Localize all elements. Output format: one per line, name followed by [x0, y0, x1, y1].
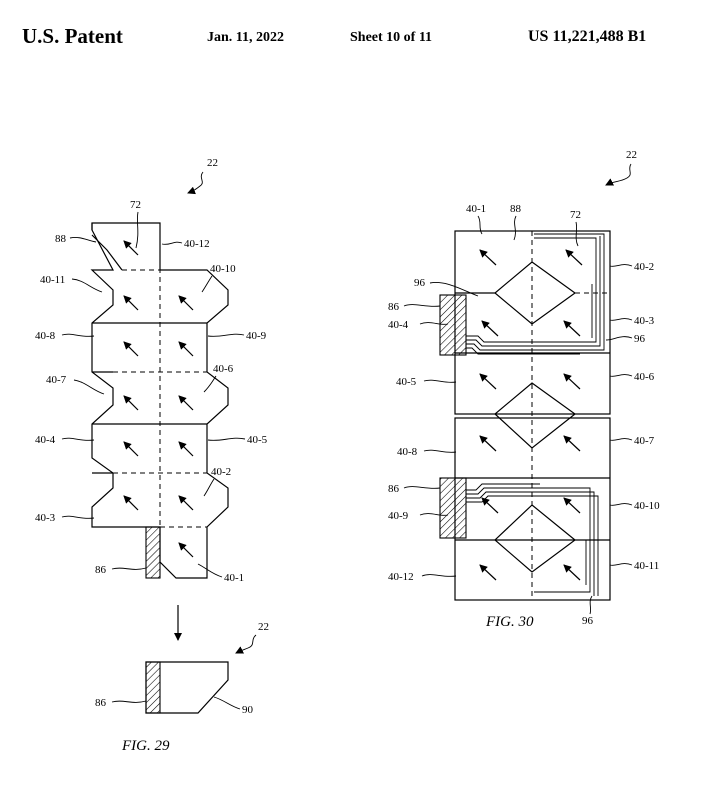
fig30-leader	[423, 449, 457, 453]
fig30-diamond	[494, 382, 576, 449]
fig30-label-96b: 96	[634, 333, 646, 345]
fig30-leader	[609, 318, 633, 321]
fig29-leader	[201, 275, 213, 293]
fig30-label-40-4: 40-4	[388, 319, 409, 331]
fig29-label-40-3: 40-3	[35, 512, 56, 524]
fig29-leader	[61, 437, 95, 441]
fig29-label-90: 90	[242, 704, 254, 716]
fig30-label-40-9: 40-9	[388, 510, 409, 522]
fig29-direction-arrows	[123, 240, 194, 558]
fig29-leader	[207, 333, 245, 337]
fig30-label-72: 72	[570, 209, 581, 221]
fig29-leader	[203, 375, 217, 393]
patent-header-title: U.S. Patent	[22, 24, 123, 48]
fig30-leader	[421, 574, 457, 577]
fig29-label-86: 86	[95, 564, 107, 576]
fig29-leader	[111, 567, 147, 570]
fig29-ref-22: 22	[207, 157, 218, 169]
fig30-caption: FIG. 30	[485, 614, 534, 630]
fig29-label-40-11: 40-11	[40, 274, 65, 286]
fig29-label-40-4: 40-4	[35, 434, 56, 446]
fig29-drawing: 22	[35, 157, 269, 754]
fig30-label-40-11: 40-11	[634, 560, 659, 572]
fig30-leader	[609, 503, 633, 506]
fig30-leader	[575, 221, 579, 247]
fig30-hatched-tab	[439, 477, 467, 539]
fig29-leader	[135, 211, 139, 249]
fig30-label-40-7: 40-7	[634, 435, 655, 447]
fig30-label-40-3: 40-3	[634, 315, 655, 327]
fig29-label-40-10: 40-10	[210, 263, 236, 275]
sheet-number: Sheet 10 of 11	[350, 30, 433, 45]
fig30-label-86b: 86	[388, 483, 400, 495]
fig29-leader	[71, 278, 103, 293]
fig30-ref-22: 22	[626, 149, 637, 161]
patent-date: Jan. 11, 2022	[207, 30, 285, 45]
fig29-label-40-6: 40-6	[213, 363, 234, 375]
patent-number: US 11,221,488 B1	[528, 28, 647, 45]
fig30-leader	[429, 282, 479, 297]
fig29-leader	[73, 379, 105, 395]
fig30-leader	[423, 379, 457, 383]
fig29-top-bevel	[91, 234, 123, 271]
fig29-ref-arrow	[187, 171, 204, 195]
fig30-label-88: 88	[510, 203, 522, 215]
fig30-leader	[605, 336, 633, 341]
fig29-label-40-8: 40-8	[35, 330, 56, 342]
fig30-leader	[609, 438, 633, 441]
fig30-label-40-10: 40-10	[634, 500, 660, 512]
fig30-label-40-1: 40-1	[466, 203, 486, 215]
fig29-label-22b: 22	[258, 621, 269, 633]
fig30-leader	[609, 264, 633, 267]
fig30-label-96a: 96	[414, 277, 426, 289]
fig29-caption: FIG. 29	[121, 738, 170, 754]
fig29-label-40-2: 40-2	[211, 466, 231, 478]
fig30-leader	[403, 304, 441, 307]
fig30-leader	[589, 595, 593, 615]
fig30-label-40-6: 40-6	[634, 371, 655, 383]
fig30-diamond	[494, 261, 577, 325]
fig29-label-86b: 86	[95, 697, 107, 709]
fig29-leader	[203, 478, 215, 497]
fig30-leader	[513, 215, 517, 241]
fig29-label-40-5: 40-5	[247, 434, 268, 446]
fig30-label-40-2: 40-2	[634, 261, 654, 273]
fig30-label-96c: 96	[582, 615, 594, 627]
fig30-drawing: 22	[388, 149, 660, 630]
fig30-leader	[609, 563, 633, 566]
fig29-leader	[207, 437, 246, 441]
fig30-label-40-12: 40-12	[388, 571, 414, 583]
fig30-leader	[609, 374, 633, 377]
fig29-label-40-7: 40-7	[46, 374, 67, 386]
fig30-diamond	[494, 504, 576, 573]
fig30-leader	[419, 513, 449, 516]
fig30-hatched-tab	[439, 294, 467, 356]
fig30-label-40-5: 40-5	[396, 376, 417, 388]
fig30-ref-arrow	[605, 163, 632, 186]
fig30-label-40-8: 40-8	[397, 446, 418, 458]
fig30-direction-arrows	[479, 249, 583, 581]
fig30-leader	[477, 215, 483, 235]
fig29-leader	[69, 237, 97, 243]
fig29-hatched-tab	[145, 526, 161, 579]
fig30-leader	[403, 486, 441, 489]
fig29-ref-arrow-2	[235, 634, 257, 654]
fig30-label-86a: 86	[388, 301, 400, 313]
fig29-label-40-9: 40-9	[246, 330, 267, 342]
fig30-leader	[419, 322, 449, 325]
fig29-label-40-1: 40-1	[224, 572, 244, 584]
fig29-leader	[61, 515, 95, 519]
fig29-leader	[111, 700, 147, 703]
fig29-leader	[213, 696, 241, 710]
fig29-leader	[197, 563, 223, 578]
fig29-folded-hatched-tab	[145, 661, 161, 714]
fig30-lower-block	[454, 417, 611, 601]
fig29-label-72: 72	[130, 199, 141, 211]
fig29-label-40-12: 40-12	[184, 238, 210, 250]
fig29-leader	[161, 241, 183, 245]
fig29-label-88: 88	[55, 233, 67, 245]
fig29-leader	[61, 333, 95, 337]
fig30-traces	[466, 233, 605, 596]
